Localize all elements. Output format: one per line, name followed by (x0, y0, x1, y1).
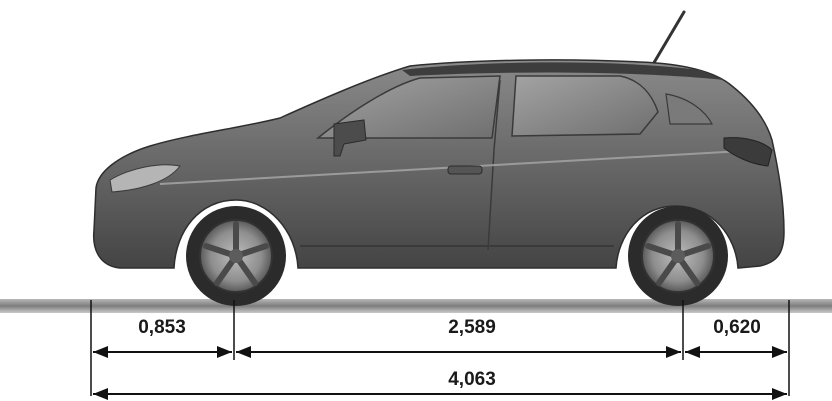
overall-length-arrow (93, 388, 787, 400)
wheelbase-arrow (236, 346, 681, 358)
door-handle (447, 165, 483, 175)
wheelbase-label: 2,589 (448, 317, 496, 338)
front-overhang-arrow (93, 346, 232, 358)
rear-quarter-glass (665, 93, 713, 125)
dimension-arrows (93, 346, 787, 400)
car-illustration (92, 10, 785, 306)
overall-length-label: 4,063 (448, 369, 496, 390)
tail-light (723, 137, 773, 167)
headlight (109, 164, 181, 193)
reference-lines (90, 300, 790, 396)
side-mirror (333, 119, 367, 157)
front-overhang-label: 0,853 (138, 317, 186, 338)
antenna (650, 10, 686, 68)
rear-overhang-arrow (685, 346, 787, 358)
body-crease (159, 149, 761, 185)
rear-window (511, 75, 659, 137)
front-wheel (186, 206, 286, 306)
rear-wheel (628, 206, 728, 306)
door-seam (487, 79, 501, 251)
rear-overhang-label: 0,620 (713, 317, 761, 338)
roof-spoiler (402, 62, 724, 80)
ground-line (0, 299, 832, 313)
